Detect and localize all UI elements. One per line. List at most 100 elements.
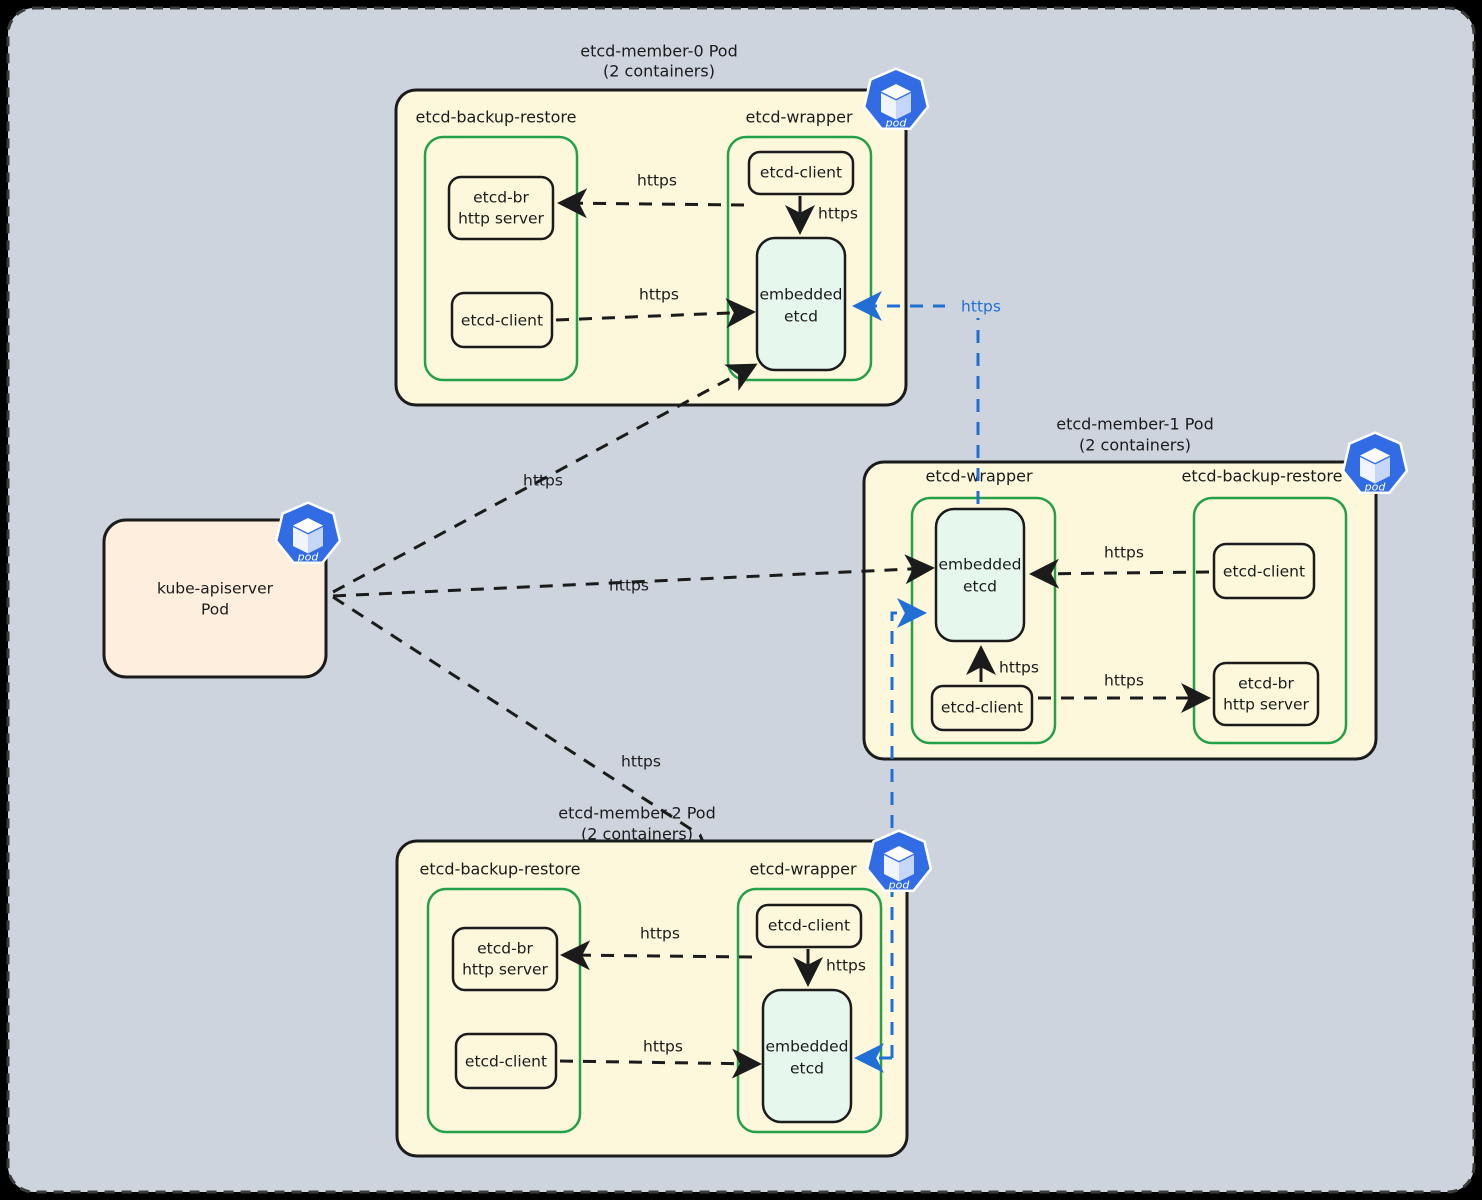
node-label-line1: etcd-client [1223, 563, 1305, 581]
node-box [930, 684, 1034, 732]
container-label: etcd-backup-restore [416, 108, 577, 127]
node-label-line2: Pod [201, 601, 229, 619]
internal-edge-wrapper-client-to-br-http-server: https [1038, 672, 1211, 713]
node-label-line2: http server [1223, 696, 1309, 714]
pod-title-line1: etcd-member-2 Pod [558, 804, 715, 823]
edge-label: https [999, 659, 1039, 677]
node-box [755, 236, 847, 372]
container-label: etcd-backup-restore [420, 860, 581, 879]
node-box [747, 150, 855, 196]
edge-label: https [818, 205, 858, 223]
cross-edge-label: https [609, 577, 649, 595]
internal-edge-wrapper-client-to-embedded-etcd: https [793, 949, 866, 987]
node-box [1212, 542, 1316, 600]
node-label-line2: etcd [784, 308, 818, 326]
node-label-line1: embedded [759, 286, 842, 304]
node-label-line1: etcd-br [473, 189, 529, 207]
container-label: etcd-backup-restore [1182, 467, 1343, 486]
edge-label: https [1104, 544, 1144, 562]
node-etcd-client[interactable]: etcd-client [1212, 542, 1316, 600]
node-label-line2: http server [458, 210, 544, 228]
container-label: etcd-wrapper [745, 108, 852, 127]
edge-label: https [639, 286, 679, 304]
cross-edge-label: https [621, 753, 661, 771]
node-box [447, 175, 555, 241]
node-etcd-client[interactable]: etcd-client [747, 150, 855, 196]
node-etcd-client[interactable]: etcd-client [450, 291, 554, 349]
node-box [450, 291, 554, 349]
container-etcd-wrapper[interactable]: etcd-wrapper etcd-client embedded etcd [736, 860, 883, 1134]
cube-icon [881, 84, 911, 120]
blue-https-label-group: https [945, 294, 1017, 318]
internal-edge-wrapper-client-to-embedded-etcd: https [785, 196, 858, 235]
container-boundary [426, 887, 582, 1134]
internal-edge-br-client-to-embedded-etcd: https [555, 286, 756, 329]
container-etcd-backup-restore[interactable]: etcd-backup-restore etcd-br http server … [420, 860, 582, 1134]
pod-icon-label: pod [297, 551, 320, 564]
pod-icon-label: pod [888, 879, 911, 892]
cross-edge-member2-to-member1 [854, 598, 927, 1073]
internal-edge-br-client-to-embedded-etcd: https [1029, 544, 1210, 589]
edge-label: https [643, 1038, 683, 1056]
node-box [934, 507, 1026, 643]
node-label-line2: etcd [963, 578, 997, 596]
container-etcd-wrapper[interactable]: etcd-wrapper etcd-client embedded etcd [726, 108, 873, 382]
node-label-line1: etcd-client [461, 312, 543, 330]
cross-edge-apiserver-to-member0: https [332, 363, 758, 594]
node-box [755, 903, 863, 949]
canvas-background [6, 6, 1476, 1194]
pod-icon-label: pod [1364, 481, 1387, 494]
pod-icon-label: pod [885, 117, 908, 130]
cube-icon [293, 518, 323, 554]
node-box [451, 926, 559, 992]
container-etcd-wrapper[interactable]: etcd-wrapper embedded etcd etcd-client [910, 467, 1057, 745]
node-label-line1: embedded [938, 556, 1021, 574]
node-label-line1: etcd-br [477, 940, 533, 958]
node-label-line1: etcd-client [760, 164, 842, 182]
node-etcd-client[interactable]: etcd-client [930, 684, 1034, 732]
node-etcd-br-http-server[interactable]: etcd-br http server [1212, 661, 1320, 727]
node-etcd-br-http-server[interactable]: etcd-br http server [447, 175, 555, 241]
pod-etcd-member-0[interactable]: etcd-member-0 Pod (2 containers) etcd-ba… [394, 42, 930, 407]
container-etcd-backup-restore[interactable]: etcd-backup-restore etcd-client etcd-br … [1182, 467, 1348, 745]
node-label-line1: kube-apiserver [157, 580, 274, 598]
pod-icon: pod [274, 501, 342, 564]
pod-title-line2: (2 containers) [1079, 436, 1191, 455]
edge-label: https [640, 925, 680, 943]
container-etcd-backup-restore[interactable]: etcd-backup-restore etcd-br http server … [416, 108, 579, 382]
pod-etcd-member-1[interactable]: etcd-member-1 Pod (2 containers) etcd-wr… [862, 415, 1409, 761]
edge-label: https [826, 957, 866, 975]
cube-icon [1360, 448, 1390, 484]
node-etcd-client[interactable]: etcd-client [755, 903, 863, 949]
node-box [761, 988, 853, 1124]
pod-title-line1: etcd-member-0 Pod [580, 42, 737, 61]
node-label-line1: embedded [765, 1038, 848, 1056]
node-etcd-br-http-server[interactable]: etcd-br http server [451, 926, 559, 992]
pod-icon: pod [1341, 431, 1409, 494]
node-box [454, 1032, 558, 1090]
node-label-line2: http server [462, 961, 548, 979]
node-embedded-etcd[interactable]: embedded etcd [761, 988, 853, 1124]
node-etcd-client[interactable]: etcd-client [454, 1032, 558, 1090]
node-kube-apiserver-pod[interactable]: kube-apiserver Pod pod [102, 501, 342, 679]
edge-label: https [1104, 672, 1144, 690]
label-backdrop [945, 294, 1017, 318]
node-embedded-etcd[interactable]: embedded etcd [755, 236, 847, 372]
pod-icon: pod [865, 829, 933, 892]
node-box [1212, 661, 1320, 727]
node-label-line1: etcd-client [768, 917, 850, 935]
pod-title-line1: etcd-member-1 Pod [1056, 415, 1213, 434]
container-label: etcd-wrapper [749, 860, 856, 879]
node-label-line2: etcd [790, 1060, 824, 1078]
internal-edge-wrapper-client-to-br-http-server: https [560, 925, 753, 971]
internal-edge-wrapper-client-to-br-http-server: https [557, 172, 745, 219]
cross-edge-apiserver-to-member1: https [332, 554, 935, 598]
edge-label: https [637, 172, 677, 190]
pod-etcd-member-2[interactable]: etcd-member-2 Pod (2 containers) etcd-ba… [395, 804, 933, 1158]
node-label-line1: etcd-client [941, 699, 1023, 717]
node-box [102, 518, 328, 679]
node-embedded-etcd[interactable]: embedded etcd [934, 507, 1026, 643]
internal-edge-wrapper-client-to-embedded-etcd: https [966, 645, 1039, 682]
